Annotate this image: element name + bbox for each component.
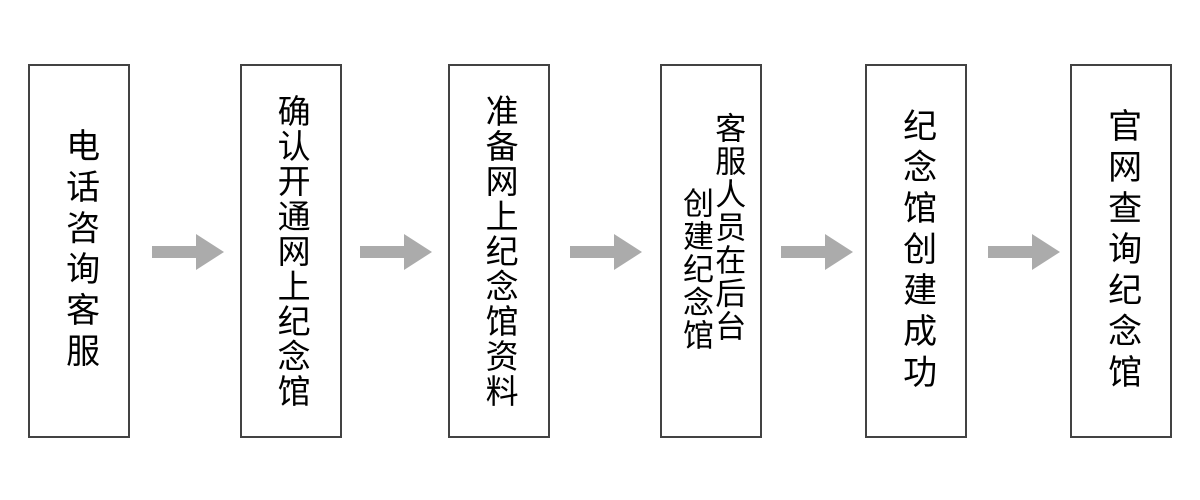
flow-node-label-step-2: 确认开通网上纪念馆 <box>272 93 312 409</box>
flow-node-label-step-3: 准备网上纪念馆资料 <box>480 93 520 409</box>
flow-arrow-3 <box>570 234 642 270</box>
flow-arrow-4 <box>781 234 853 270</box>
flow-node-label-step-4-col-2: 创建纪念馆 <box>677 186 713 352</box>
flow-node-step-2[interactable]: 确认开通网上纪念馆 <box>240 64 342 438</box>
flow-node-label-step-4-col-1: 客服人员在后台 <box>709 112 746 343</box>
flow-node-step-3[interactable]: 准备网上纪念馆资料 <box>448 64 550 438</box>
flow-arrow-5 <box>988 234 1060 270</box>
flow-node-step-4[interactable]: 客服人员在后台 创建纪念馆 <box>660 64 762 438</box>
flow-node-step-5[interactable]: 纪念馆创建成功 <box>865 64 967 438</box>
flow-arrow-1 <box>152 234 224 270</box>
flow-node-label-step-5: 纪念馆创建成功 <box>896 107 937 395</box>
flow-node-step-6[interactable]: 官网查询纪念馆 <box>1070 64 1172 438</box>
flow-node-label-step-1: 电话咨询客服 <box>59 128 100 374</box>
flow-arrow-2 <box>360 234 432 270</box>
flow-node-label-step-6: 官网查询纪念馆 <box>1101 107 1142 395</box>
flow-node-step-1[interactable]: 电话咨询客服 <box>28 64 130 438</box>
